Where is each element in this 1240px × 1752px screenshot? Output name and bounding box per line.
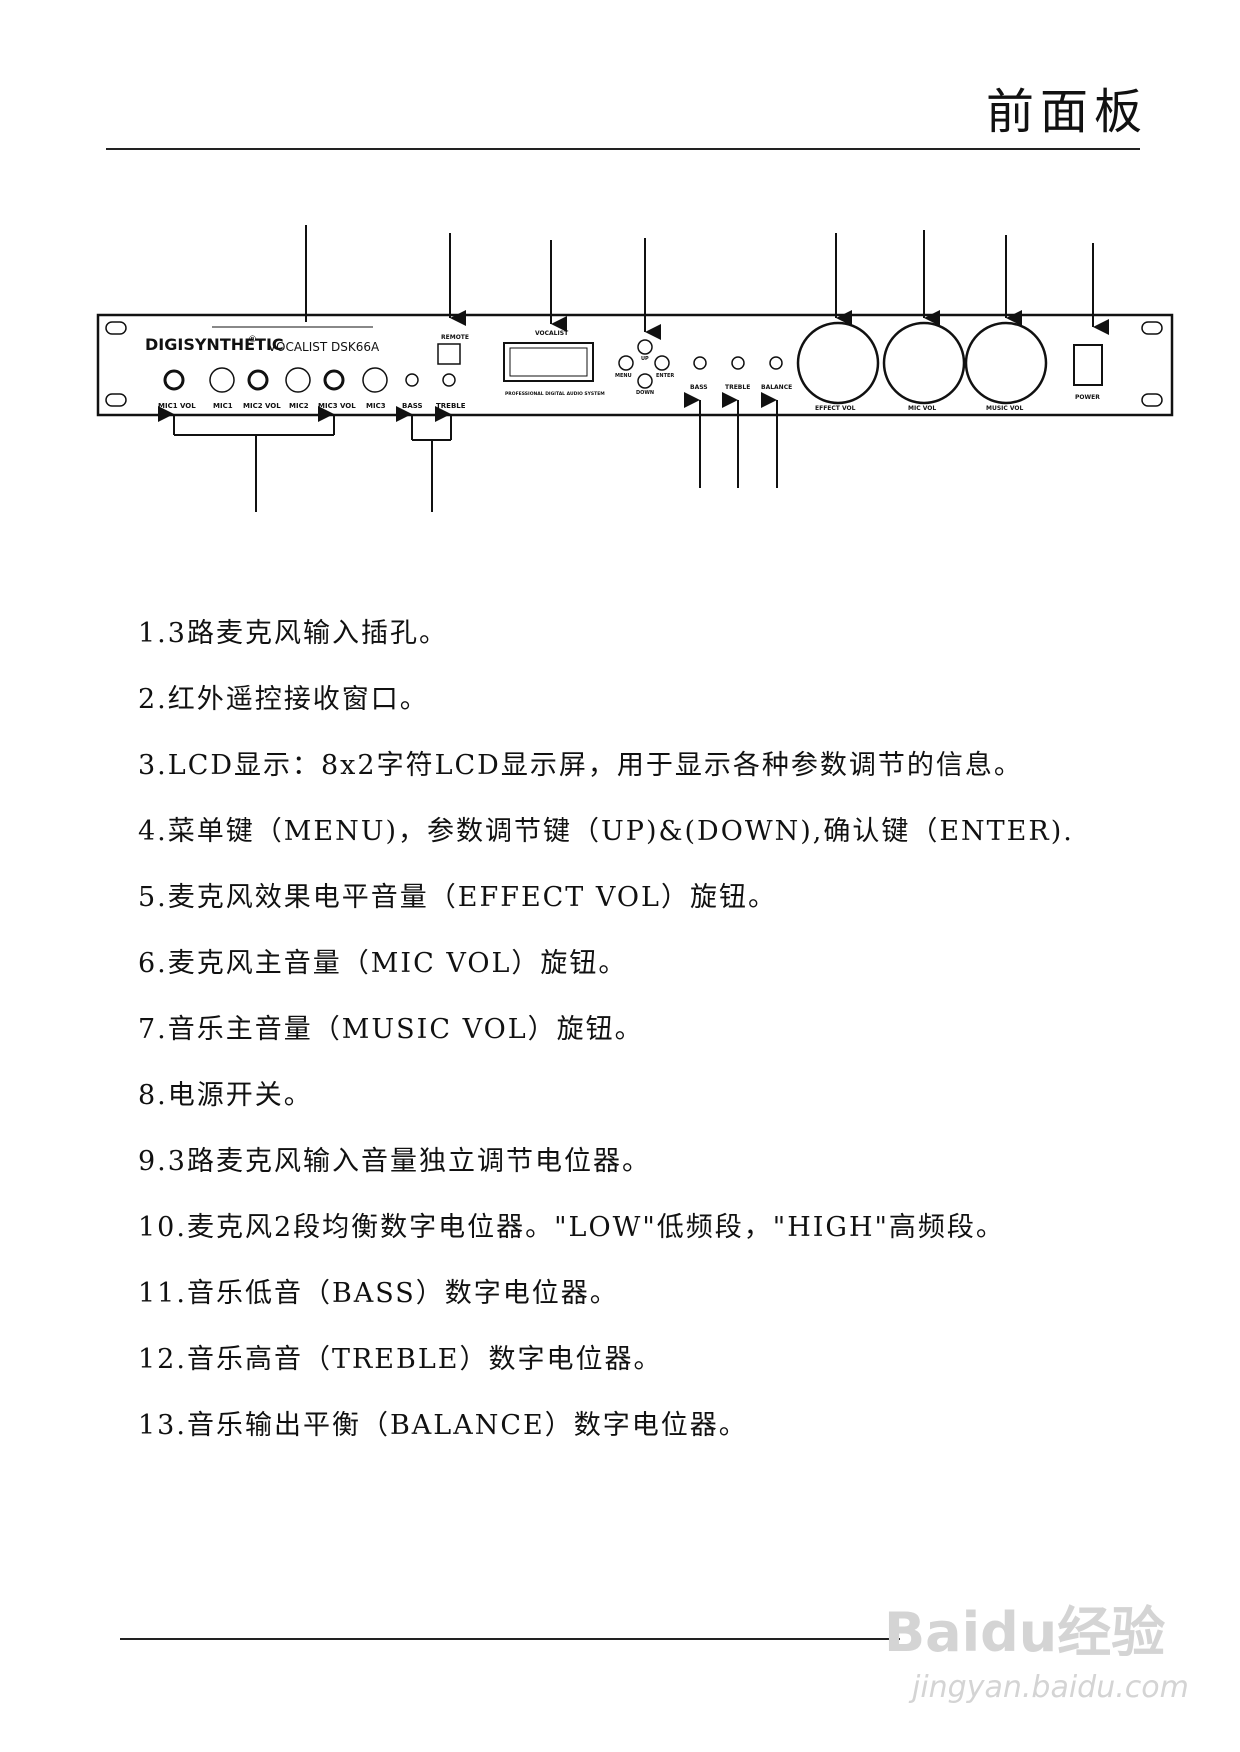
list-item: 6.麦克风主音量（MIC VOL）旋钮。	[138, 948, 628, 979]
lcd-screen	[503, 342, 594, 382]
lcd-top-label: VOCALIST	[535, 330, 569, 337]
svg-text:®: ®	[248, 335, 257, 345]
mic1-label: MIC1	[213, 402, 233, 410]
mic1-vol-label: MIC1 VOL	[158, 402, 196, 410]
rack-ear-slot	[105, 393, 127, 407]
list-item: 13.音乐输出平衡（BALANCE）数字电位器。	[138, 1410, 748, 1441]
treble-knob	[731, 356, 745, 370]
mic1-jack	[209, 367, 235, 393]
list-item: 12.音乐高音（TREBLE）数字电位器。	[138, 1344, 663, 1375]
mic3-label: MIC3	[366, 402, 386, 410]
down-button	[637, 373, 653, 389]
mic-vol-knob	[882, 321, 966, 405]
power-label: POWER	[1075, 394, 1100, 401]
lcd-bottom-label: PROFESSIONAL DIGITAL AUDIO SYSTEM	[505, 391, 605, 397]
list-item: 4.菜单键（MENU)，参数调节键（UP)&(DOWN),确认键（ENTER).	[138, 816, 1074, 847]
header-rule	[106, 148, 1140, 150]
up-button	[637, 339, 653, 355]
mic-treble-knob	[442, 373, 456, 387]
list-item: 7.音乐主音量（MUSIC VOL）旋钮。	[138, 1014, 644, 1045]
bass-knob	[693, 356, 707, 370]
watermark-url: jingyan.baidu.com	[912, 1670, 1189, 1705]
mic3-vol-label: MIC3 VOL	[318, 402, 356, 410]
bass-label: BASS	[690, 384, 708, 391]
menu-label: MENU	[615, 373, 632, 379]
callout-lines-bottom	[158, 392, 778, 512]
rack-ear-slot	[1141, 321, 1163, 335]
mic3-jack	[362, 367, 388, 393]
list-item: 1.3路麦克风输入插孔。	[138, 618, 448, 649]
callout-lines-top	[305, 225, 1109, 340]
panel-body	[96, 313, 1174, 417]
balance-knob	[769, 356, 783, 370]
mic-vol-label: MIC VOL	[908, 405, 936, 412]
mic2-vol-label: MIC2 VOL	[243, 402, 281, 410]
ir-remote-window	[437, 343, 461, 365]
list-item: 5.麦克风效果电平音量（EFFECT VOL）旋钮。	[138, 882, 777, 913]
power-switch	[1073, 344, 1103, 386]
balance-label: BALANCE	[761, 384, 792, 391]
up-label: UP	[641, 356, 649, 362]
list-item: 10.麦克风2段均衡数字电位器。"LOW"低频段，"HIGH"高频段。	[138, 1212, 1005, 1243]
model-label: VOCALIST DSK66A	[268, 340, 380, 354]
music-vol-knob	[964, 321, 1048, 405]
mic2-label: MIC2	[289, 402, 309, 410]
mic-bass-knob	[405, 373, 419, 387]
mic2-jack	[285, 367, 311, 393]
mic1-vol-knob	[163, 369, 185, 391]
rack-ear-slot	[1141, 393, 1163, 407]
list-item: 8.电源开关。	[138, 1080, 313, 1111]
down-label: DOWN	[636, 390, 654, 396]
list-item: 2.红外遥控接收窗口。	[138, 684, 429, 715]
effect-vol-label: EFFECT VOL	[815, 405, 856, 412]
music-vol-label: MUSIC VOL	[986, 405, 1024, 412]
front-panel-diagram: DIGISYNTHETIC ® VOCALIST DSK66A MIC1 VOL…	[96, 225, 1174, 512]
watermark-logo: Baidu经验	[884, 1601, 1166, 1664]
list-item: 11.音乐低音（BASS）数字电位器。	[138, 1278, 619, 1309]
mic-bass-label: BASS	[402, 402, 423, 410]
treble-label: TREBLE	[725, 384, 750, 391]
enter-button	[654, 355, 670, 371]
list-item: 9.3路麦克风输入音量独立调节电位器。	[138, 1146, 651, 1177]
mic-treble-label: TREBLE	[436, 402, 466, 410]
mic3-vol-knob	[323, 369, 345, 391]
rack-ear-slot	[105, 321, 127, 335]
list-item: 3.LCD显示：8x2字符LCD显示屏，用于显示各种参数调节的信息。	[138, 750, 1023, 781]
mic2-vol-knob	[247, 369, 269, 391]
description-list: 1.3路麦克风输入插孔。 2.红外遥控接收窗口。 3.LCD显示：8x2字符LC…	[138, 612, 1074, 1470]
footer-rule	[120, 1638, 900, 1640]
brand-label: DIGISYNTHETIC	[145, 335, 284, 354]
page-title: 前面板	[985, 84, 1148, 140]
effect-vol-knob	[796, 321, 880, 405]
remote-label: REMOTE	[441, 334, 469, 341]
menu-button	[618, 355, 634, 371]
enter-label: ENTER	[656, 373, 674, 379]
